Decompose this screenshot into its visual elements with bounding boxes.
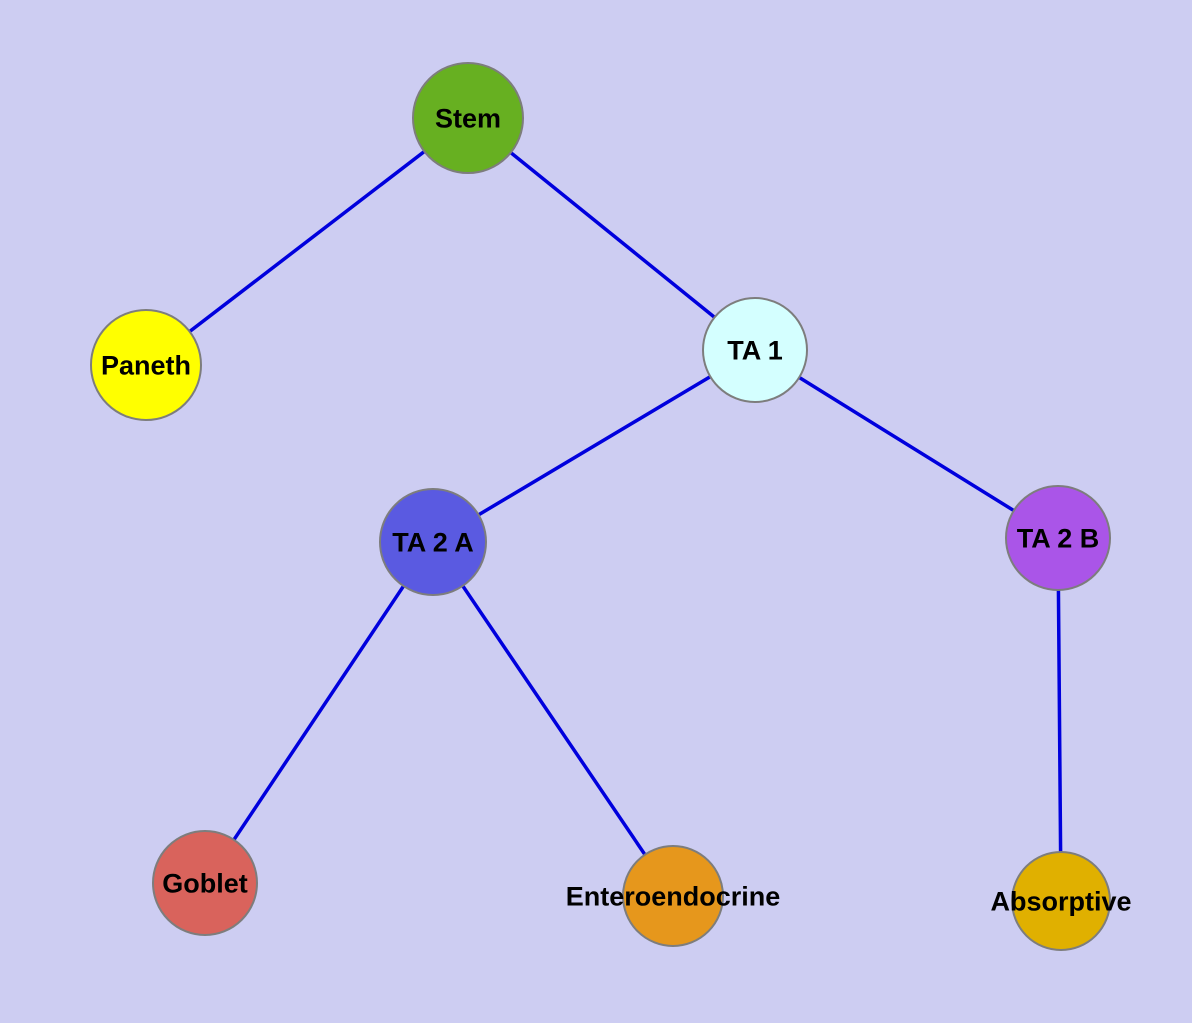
node-circle-absorptive[interactable] [1011, 851, 1111, 951]
node-circle-ta2b[interactable] [1005, 485, 1111, 591]
edge-stem-ta1[interactable] [466, 116, 757, 352]
node-paneth[interactable]: Paneth [90, 309, 202, 421]
node-absorptive[interactable]: Absorptive [990, 851, 1132, 951]
node-circle-ta1[interactable] [702, 297, 808, 403]
edge-ta1-ta2b[interactable] [753, 348, 1060, 540]
edge-ta2a-enteroendocrine[interactable] [431, 540, 675, 898]
node-goblet[interactable]: Goblet [152, 830, 258, 936]
node-circle-ta2a[interactable] [379, 488, 487, 596]
edge-stem-paneth[interactable] [144, 116, 470, 367]
edge-ta2a-goblet[interactable] [203, 540, 435, 885]
node-ta2a[interactable]: TA 2 A [379, 488, 487, 596]
edge-ta1-ta2a[interactable] [431, 348, 757, 544]
node-ta2b[interactable]: TA 2 B [1005, 485, 1111, 591]
node-ta1[interactable]: TA 1 [702, 297, 808, 403]
node-circle-paneth[interactable] [90, 309, 202, 421]
node-circle-stem[interactable] [412, 62, 524, 174]
node-stem[interactable]: Stem [412, 62, 524, 174]
node-circle-enteroendocrine[interactable] [622, 845, 724, 947]
node-circle-goblet[interactable] [152, 830, 258, 936]
edge-ta2b-absorptive[interactable] [1056, 536, 1063, 903]
node-enteroendocrine[interactable]: Enteroendocrine [566, 845, 781, 947]
